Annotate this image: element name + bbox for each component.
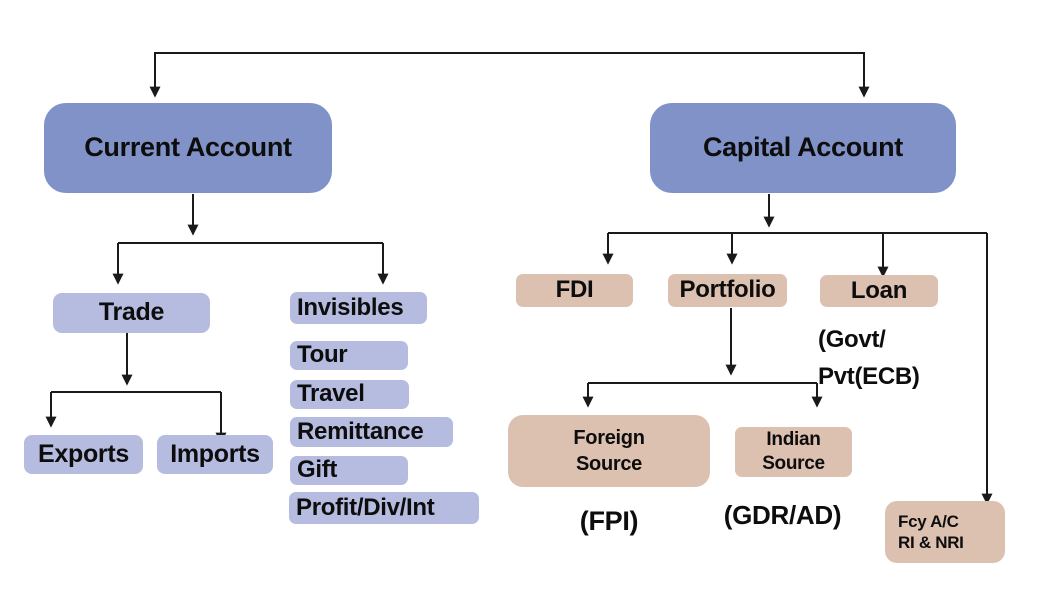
gdr-note: (GDR/AD) <box>723 500 842 530</box>
foreign-source-line1: Foreign <box>573 427 645 449</box>
node-remittance: Remittance <box>290 417 453 447</box>
foreign-source-line2: Source <box>575 453 642 475</box>
node-travel: Travel <box>290 380 409 409</box>
indian-source-line1: Indian <box>766 429 821 450</box>
loan-note: (Govt/ Pvt(ECB) <box>818 321 920 395</box>
node-fdi: FDI <box>516 274 633 307</box>
node-profit-div-int: Profit/Div/Int <box>289 492 479 524</box>
node-invisibles: Invisibles <box>290 292 427 324</box>
node-trade: Trade <box>53 293 210 333</box>
node-capital-account: Capital Account <box>650 103 956 193</box>
node-foreign-source: Foreign Source <box>508 415 710 487</box>
node-loan: Loan <box>820 275 938 307</box>
node-current-account: Current Account <box>44 103 332 193</box>
node-portfolio: Portfolio <box>668 274 787 307</box>
fcy-line2: RI & NRI <box>898 533 964 552</box>
node-indian-source: Indian Source <box>735 427 852 477</box>
node-tour: Tour <box>290 341 408 370</box>
fcy-line1: Fcy A/C <box>898 512 959 531</box>
edge-root-to-current-account <box>149 52 864 98</box>
node-fcy-account: Fcy A/C RI & NRI <box>885 501 1005 563</box>
node-exports: Exports <box>24 435 143 474</box>
loan-note-line2: Pvt(ECB) <box>818 363 920 390</box>
edge-root-to-capital-account <box>155 52 870 98</box>
indian-source-line2: Source <box>762 453 825 474</box>
loan-note-line1: (Govt/ <box>818 326 886 353</box>
fpi-note: (FPI) <box>579 506 639 536</box>
node-gift: Gift <box>290 456 408 485</box>
node-imports: Imports <box>157 435 273 474</box>
